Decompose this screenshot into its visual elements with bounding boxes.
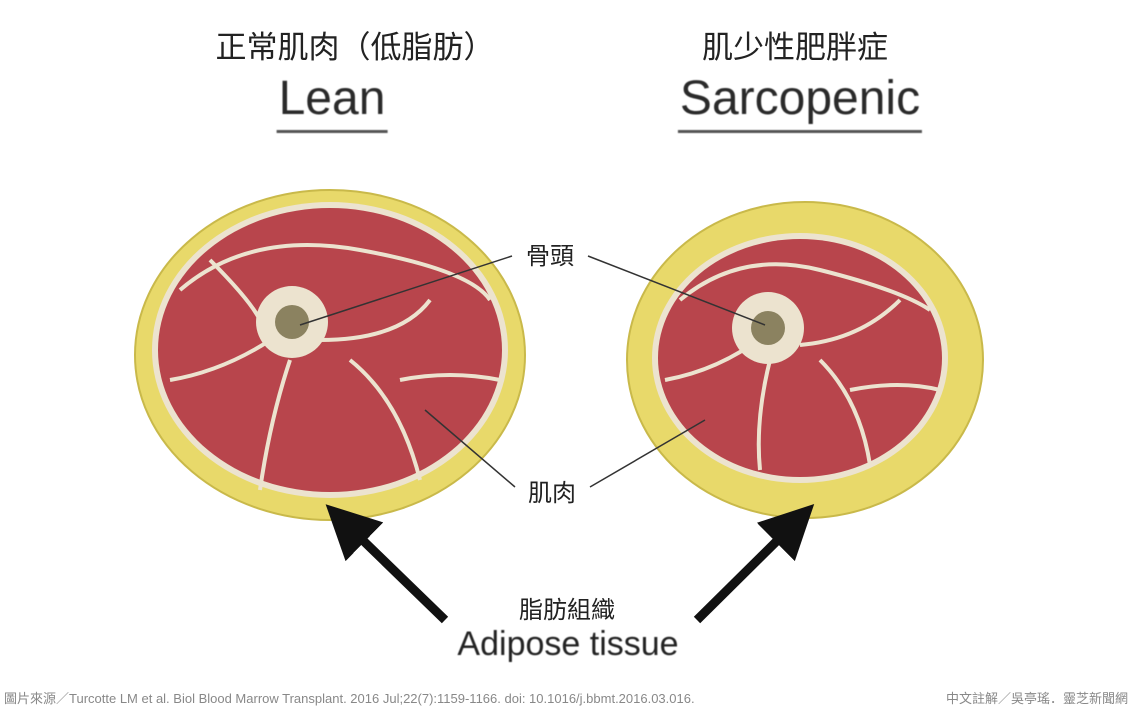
sarcopenic-title-en: Sarcopenic <box>677 72 923 133</box>
leader-lines <box>299 255 766 488</box>
sarcopenic-thigh-cross-section <box>626 201 984 519</box>
muscle-label: 肌肉 <box>524 473 580 508</box>
bone-label: 骨頭 <box>522 236 578 271</box>
adipose-label-en: Adipose tissue <box>457 625 679 663</box>
annotation-credit: 中文註解／吳亭瑤．靈芝新聞網 <box>945 691 1128 706</box>
lean-title-zh: 正常肌肉（低脂肪） <box>215 30 495 66</box>
lean-thigh-cross-section <box>134 189 526 521</box>
adipose-label-zh: 脂肪組織 <box>519 596 615 624</box>
sarcopenic-title-zh: 肌少性肥胖症 <box>702 30 888 66</box>
left-arrow <box>325 504 449 624</box>
lean-title-en: Lean <box>276 72 388 133</box>
right-arrow <box>693 504 815 624</box>
source-citation: 圖片來源／Turcotte LM et al. Biol Blood Marro… <box>4 691 695 706</box>
